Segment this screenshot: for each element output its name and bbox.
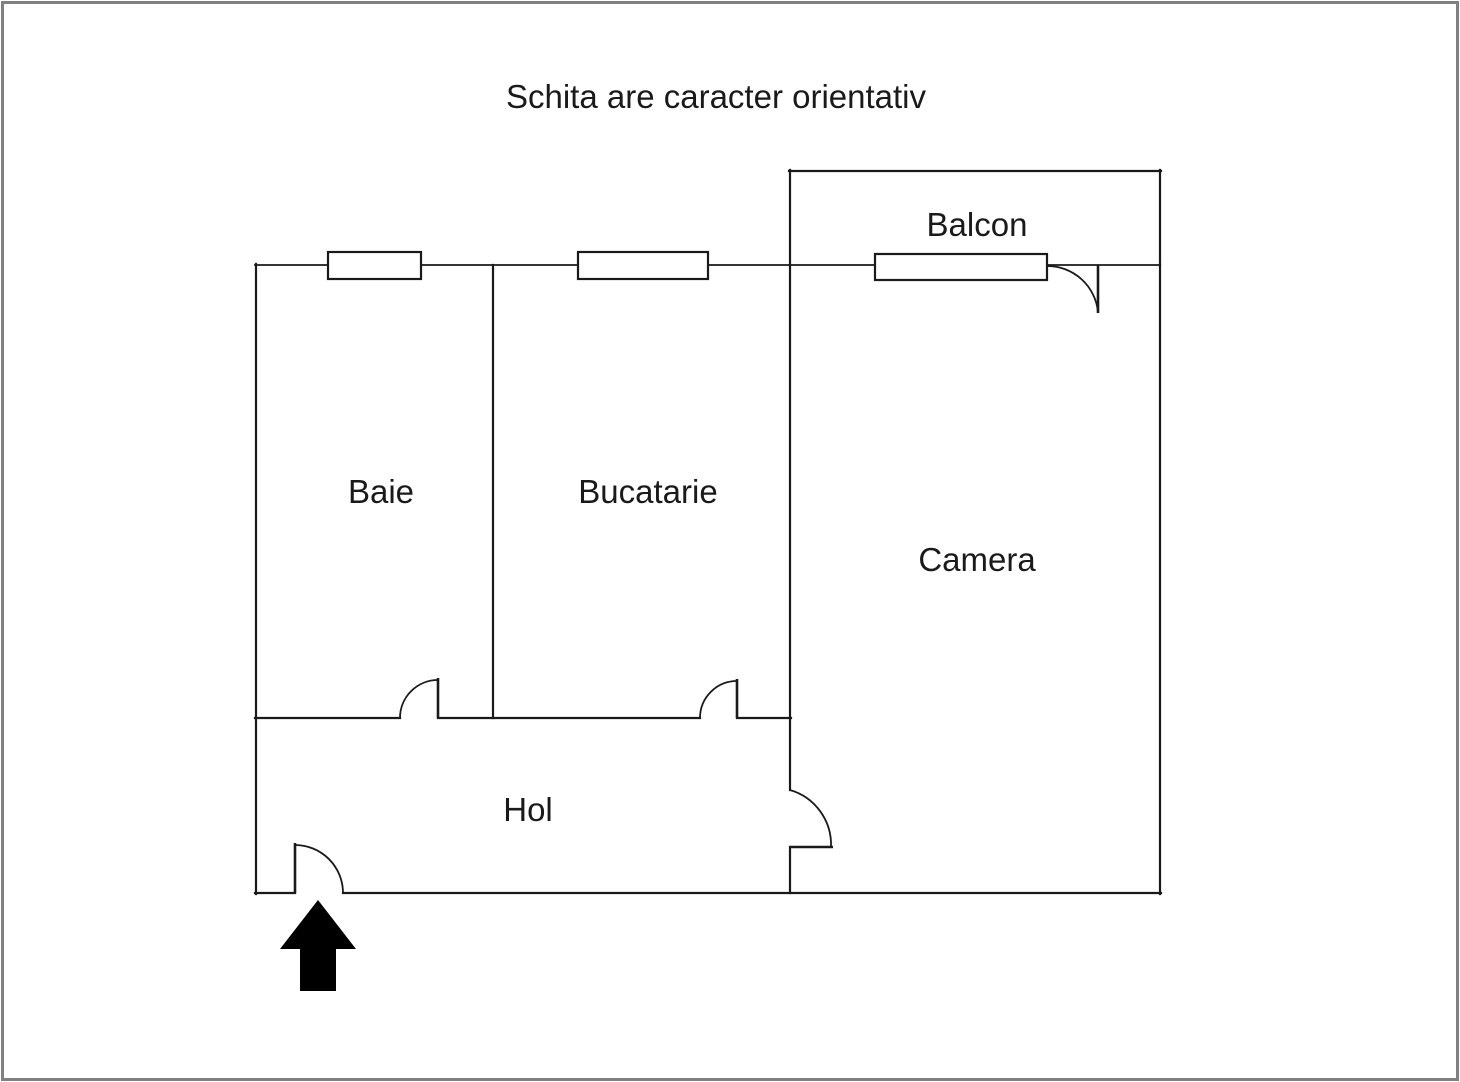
door-bucatarie [699,679,739,719]
window-baie [326,250,423,281]
door-entrance-arc [294,844,344,894]
interior-walls-group [253,263,793,895]
door-balcon [1046,265,1100,313]
window-bucatarie [576,250,710,281]
room-label-baie: Baie [348,473,414,510]
door-camera-arc [789,789,832,848]
door-balcon-arc [1046,265,1099,313]
room-label-balcon: Balcon [927,206,1028,243]
doors-group [293,265,1100,894]
room-labels-group: Baie Bucatarie Camera Hol [348,473,1036,828]
window-balcon [873,252,1049,282]
room-label-bucatarie: Bucatarie [578,473,717,510]
door-baie [399,678,440,719]
door-entrance [293,843,344,894]
door-baie-arc [399,679,439,719]
page-title: Schita are caracter orientativ [506,78,927,115]
room-label-hol: Hol [503,791,553,828]
door-camera [789,789,833,849]
room-label-camera: Camera [918,541,1036,578]
door-bucatarie-arc [699,680,738,719]
entry-direction-arrow [280,900,356,991]
windows-group [326,250,1049,282]
outer-walls-group [253,262,1163,896]
balcony-group: Balcon [787,168,1163,267]
